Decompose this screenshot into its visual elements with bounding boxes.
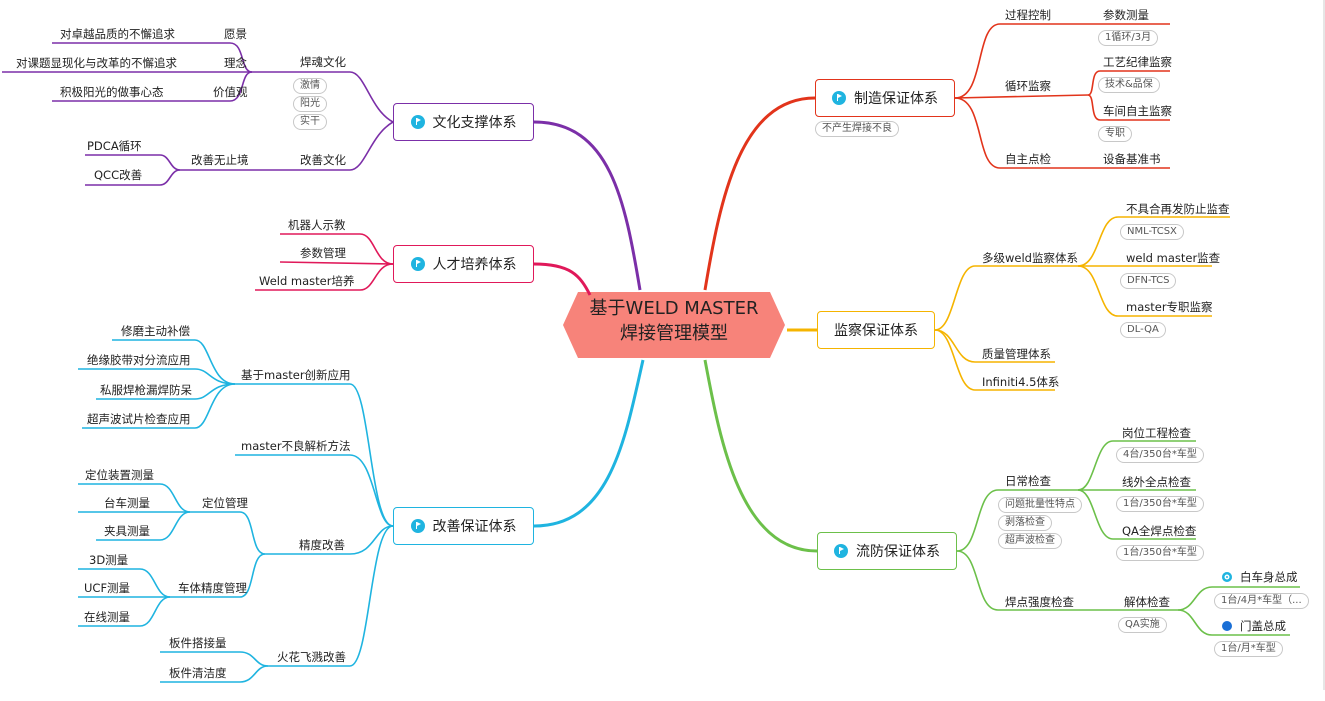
node-vision[interactable]: 愿景 <box>224 27 247 41</box>
positioning-item-2[interactable]: 台车测量 <box>104 496 150 510</box>
node-multi[interactable]: 多级weld监察体系 <box>982 251 1078 265</box>
status-dot-icon <box>1222 621 1232 631</box>
center-node[interactable]: 基于WELD MASTER 焊接管理模型 <box>563 296 785 346</box>
positioning-item-1[interactable]: 定位装置测量 <box>85 468 154 482</box>
node-white-label: 白车身总成 <box>1240 570 1298 584</box>
node-soul[interactable]: 焊魂文化 <box>300 55 346 69</box>
center-title-line2: 焊接管理模型 <box>620 323 728 344</box>
p1-note: 4台/350台*车型 <box>1116 447 1204 463</box>
node-self[interactable]: 自主点检 <box>1005 152 1051 166</box>
craft-note: 技术&品保 <box>1098 77 1160 93</box>
daily-note-2: 剥落检查 <box>998 515 1052 531</box>
m1-note: NML-TCSX <box>1120 224 1184 240</box>
branch-monitor[interactable]: 监察保证体系 <box>817 311 935 349</box>
body-item-3[interactable]: 在线测量 <box>84 610 130 624</box>
soul-note-3: 实干 <box>293 114 327 130</box>
node-p3[interactable]: QA全焊点检查 <box>1122 524 1197 538</box>
node-innovation[interactable]: 基于master创新应用 <box>241 368 351 382</box>
node-improve-culture[interactable]: 改善文化 <box>300 153 346 167</box>
node-spark[interactable]: 火花飞溅改善 <box>277 650 346 664</box>
soul-note-1: 激情 <box>293 78 327 94</box>
node-positioning[interactable]: 定位管理 <box>202 496 248 510</box>
p2-note: 1台/350台*车型 <box>1116 496 1204 512</box>
node-precision[interactable]: 精度改善 <box>299 538 345 552</box>
node-disassembly[interactable]: 解体检查 <box>1124 595 1170 609</box>
node-m2[interactable]: weld master监查 <box>1126 251 1221 265</box>
disassembly-note: QA实施 <box>1118 617 1167 633</box>
innovation-item-1[interactable]: 修磨主动补偿 <box>121 324 190 338</box>
innovation-item-2[interactable]: 绝缘胶带对分流应用 <box>87 353 191 367</box>
node-analysis[interactable]: master不良解析方法 <box>241 439 351 453</box>
node-vision-text[interactable]: 对卓越品质的不懈追求 <box>60 27 175 41</box>
node-daily[interactable]: 日常检查 <box>1005 474 1051 488</box>
node-white[interactable]: 白车身总成 <box>1222 570 1298 584</box>
node-value-text[interactable]: 积极阳光的做事心态 <box>60 85 164 99</box>
white-note: 1台/4月*车型（... <box>1214 593 1309 609</box>
m2-note: DFN-TCS <box>1120 273 1177 289</box>
branch-prevent[interactable]: 流防保证体系 <box>817 532 957 570</box>
talent-item-3[interactable]: Weld master培养 <box>259 274 355 288</box>
node-value[interactable]: 价值观 <box>213 85 248 99</box>
branch-talent-label: 人才培养体系 <box>432 257 517 273</box>
node-p2[interactable]: 线外全点检查 <box>1122 475 1191 489</box>
talent-item-2[interactable]: 参数管理 <box>300 246 346 260</box>
node-idea[interactable]: 理念 <box>224 56 247 70</box>
body-item-1[interactable]: 3D测量 <box>89 553 129 567</box>
center-title-line1: 基于WELD MASTER <box>589 298 759 319</box>
positioning-item-3[interactable]: 夹具测量 <box>104 524 150 538</box>
node-p1[interactable]: 岗位工程检查 <box>1122 426 1191 440</box>
daily-note-3: 超声波检查 <box>998 533 1062 549</box>
branch-culture-label: 文化支撑体系 <box>432 115 517 131</box>
body-item-2[interactable]: UCF测量 <box>84 581 131 595</box>
flag-icon <box>410 115 425 129</box>
flag-icon <box>410 519 425 533</box>
daily-note-1: 问题批量性特点 <box>998 497 1082 513</box>
p3-note: 1台/350台*车型 <box>1116 545 1204 561</box>
branch-improve[interactable]: 改善保证体系 <box>393 507 534 545</box>
node-qcc[interactable]: QCC改善 <box>94 168 143 182</box>
center-node-shape <box>563 292 785 358</box>
talent-item-1[interactable]: 机器人示教 <box>288 218 346 232</box>
workshop-note: 专职 <box>1098 126 1132 142</box>
flag-icon <box>834 544 848 558</box>
param-note: 1循环/3月 <box>1098 30 1159 46</box>
node-process[interactable]: 过程控制 <box>1005 8 1051 22</box>
branch-monitor-label: 监察保证体系 <box>834 323 918 339</box>
branch-manufacture-note: 不产生焊接不良 <box>815 121 899 137</box>
node-door[interactable]: 门盖总成 <box>1222 619 1286 633</box>
node-idea-text[interactable]: 对课题显现化与改革的不懈追求 <box>16 56 177 70</box>
node-equip[interactable]: 设备基准书 <box>1103 152 1161 166</box>
node-endless[interactable]: 改善无止境 <box>191 153 249 167</box>
flag-icon <box>410 257 425 271</box>
branch-manufacture[interactable]: 制造保证体系 <box>815 79 955 117</box>
node-craft[interactable]: 工艺纪律监察 <box>1103 55 1172 69</box>
node-quality[interactable]: 质量管理体系 <box>982 347 1051 361</box>
soul-note-2: 阳光 <box>293 96 327 112</box>
spark-item-2[interactable]: 板件清洁度 <box>169 666 227 680</box>
door-note: 1台/月*车型 <box>1214 641 1283 657</box>
flag-icon <box>832 91 846 105</box>
node-cycle[interactable]: 循环监察 <box>1005 79 1051 93</box>
node-strength[interactable]: 焊点强度检查 <box>1005 595 1074 609</box>
node-infiniti[interactable]: Infiniti4.5体系 <box>982 375 1060 389</box>
node-pdca[interactable]: PDCA循环 <box>87 139 142 153</box>
node-door-label: 门盖总成 <box>1240 619 1286 633</box>
branch-improve-label: 改善保证体系 <box>432 519 517 535</box>
innovation-item-4[interactable]: 超声波试片检查应用 <box>87 412 191 426</box>
node-param[interactable]: 参数测量 <box>1103 8 1149 22</box>
node-m1[interactable]: 不具合再发防止监查 <box>1126 202 1230 216</box>
node-body[interactable]: 车体精度管理 <box>178 581 247 595</box>
innovation-item-3[interactable]: 私服焊枪漏焊防呆 <box>100 383 192 397</box>
node-m3[interactable]: master专职监察 <box>1126 300 1213 314</box>
branch-manufacture-label: 制造保证体系 <box>854 91 938 107</box>
spark-item-1[interactable]: 板件搭接量 <box>169 636 227 650</box>
status-ring-icon <box>1222 572 1232 582</box>
branch-talent[interactable]: 人才培养体系 <box>393 245 534 283</box>
node-workshop[interactable]: 车间自主监察 <box>1103 104 1172 118</box>
branch-prevent-label: 流防保证体系 <box>856 544 940 560</box>
branch-culture[interactable]: 文化支撑体系 <box>393 103 534 141</box>
m3-note: DL-QA <box>1120 322 1166 338</box>
